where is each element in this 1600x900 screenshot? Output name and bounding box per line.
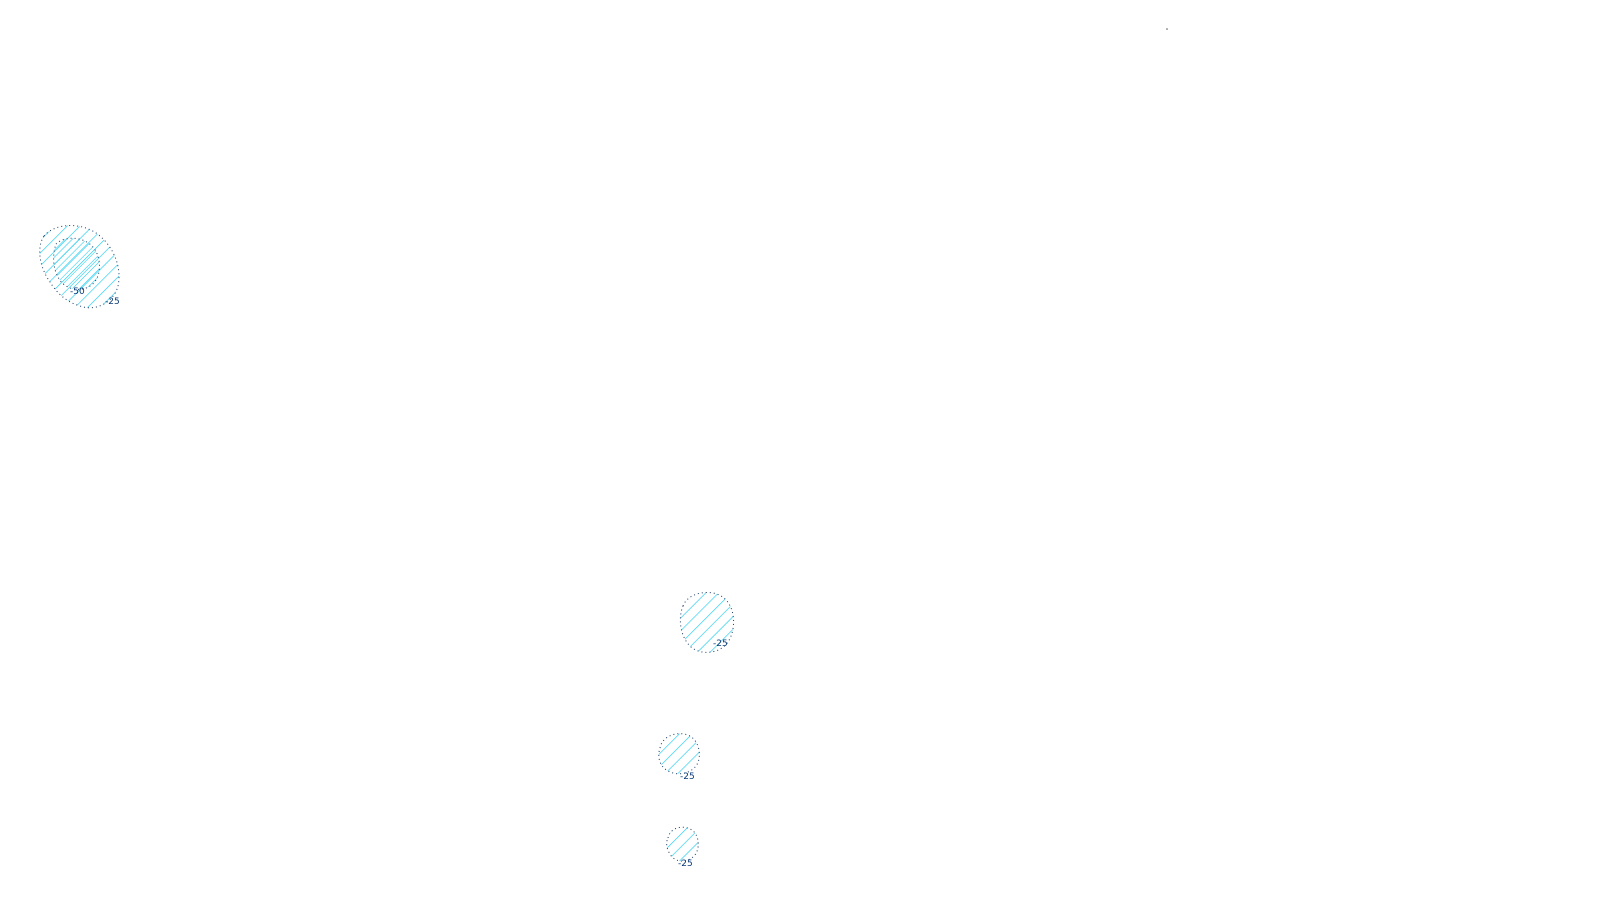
contour-label: -50 (70, 287, 85, 297)
contour-label: -25 (713, 639, 728, 649)
map-point-marker (1166, 28, 1168, 30)
contour-cell-west-inner: -50 (53, 237, 100, 297)
contour-cell-south-2: -25 (666, 826, 699, 869)
contour-label: -25 (680, 772, 695, 782)
contour-label: -25 (105, 297, 120, 307)
contour-label: -25 (678, 859, 693, 869)
contour-cell-center: -25 (679, 591, 734, 653)
contour-cell-south-1: -25 (658, 733, 700, 782)
